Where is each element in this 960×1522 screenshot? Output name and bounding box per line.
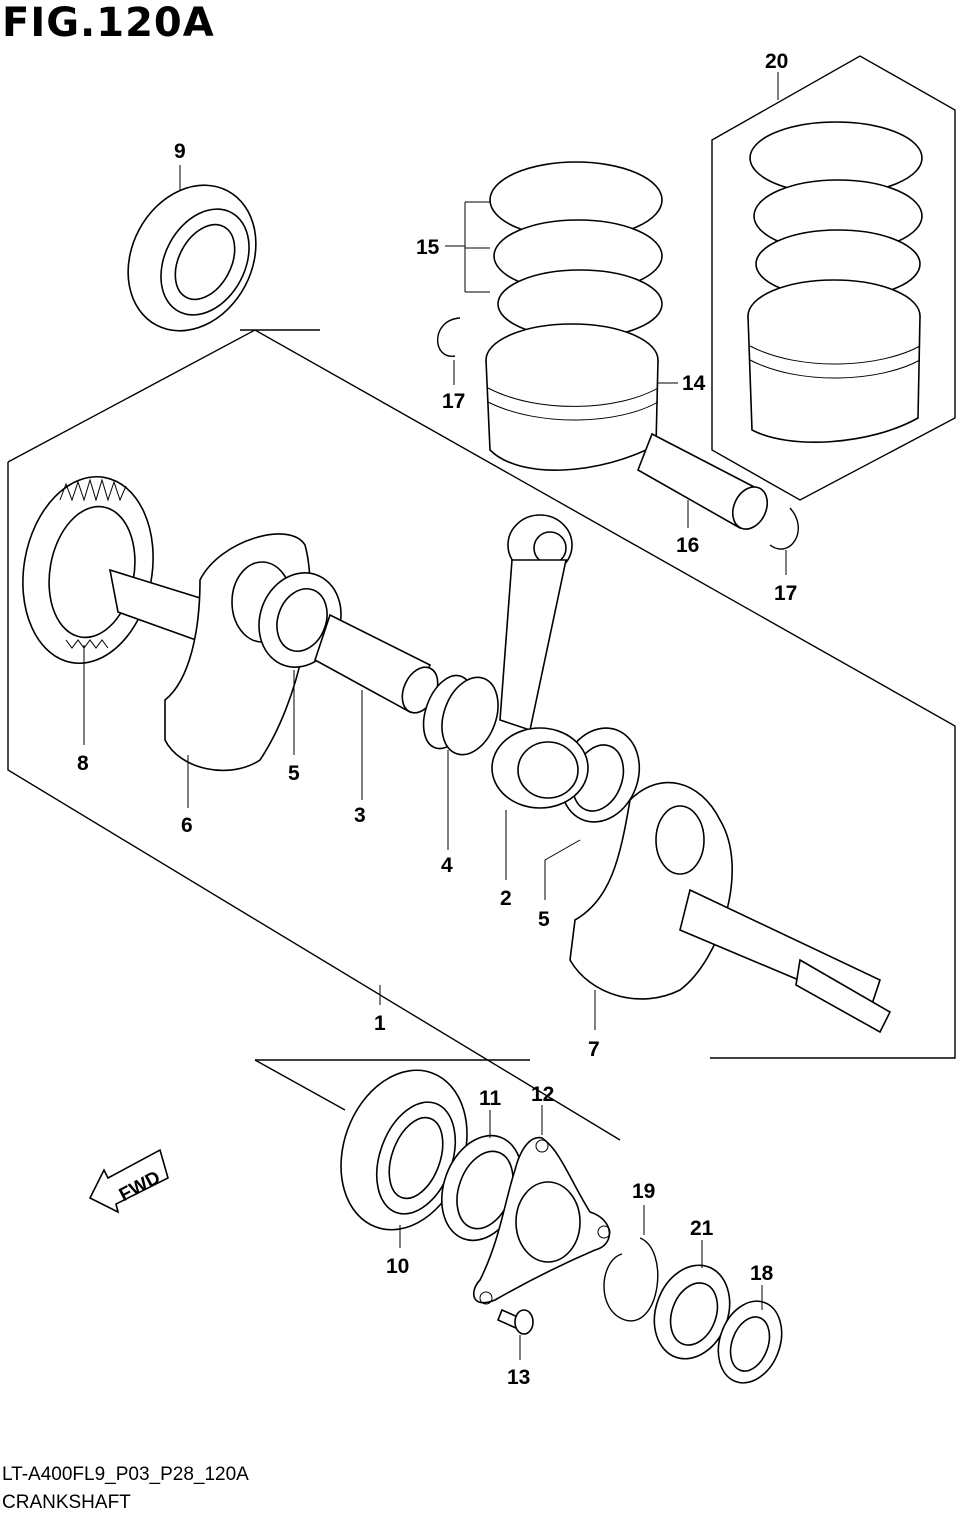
callout-labels: 1 2 3 4 5 5 6 7 8 9 10 11 12 13 14 15 16… xyxy=(77,50,797,1389)
callout-16: 16 xyxy=(676,534,699,557)
piston-part-14 xyxy=(485,323,659,471)
callout-15: 15 xyxy=(416,236,440,259)
bearing-part-10 xyxy=(340,1069,468,1231)
piston-set-part-20 xyxy=(747,121,923,443)
needle-bearing-part-4 xyxy=(422,674,499,756)
circlip-part-17-upper xyxy=(436,317,461,357)
callout-4: 4 xyxy=(441,854,453,877)
oil-seal-part-11 xyxy=(440,1134,524,1242)
callout-17-upper: 17 xyxy=(442,390,465,413)
callout-18: 18 xyxy=(750,1262,774,1285)
figure-name: CRANKSHAFT xyxy=(2,1492,131,1513)
callout-5-right: 5 xyxy=(538,908,550,931)
callout-3: 3 xyxy=(354,804,366,827)
fwd-arrow: FWD xyxy=(88,1148,169,1214)
crank-web-part-7 xyxy=(569,781,892,1034)
screw-part-13 xyxy=(496,1308,534,1335)
oil-seal-part-18 xyxy=(717,1300,783,1384)
callout-14: 14 xyxy=(682,372,706,395)
callout-11: 11 xyxy=(479,1087,502,1110)
callout-9: 9 xyxy=(174,140,186,163)
circlip-part-17-lower xyxy=(769,507,799,550)
callout-2: 2 xyxy=(500,887,512,910)
callout-21: 21 xyxy=(690,1217,714,1240)
gear-part-8 xyxy=(22,475,154,665)
bearing-part-21 xyxy=(653,1264,731,1360)
callout-7: 7 xyxy=(588,1038,600,1061)
exploded-parts-diagram: FWD 1 2 3 4 5 5 6 7 8 9 xyxy=(7,50,956,1389)
piston-rings-part-15 xyxy=(464,161,663,339)
callout-20: 20 xyxy=(765,50,788,73)
main-bearing-part-9 xyxy=(127,184,257,332)
callout-1: 1 xyxy=(374,1012,386,1035)
callout-13: 13 xyxy=(507,1366,530,1389)
callout-8: 8 xyxy=(77,752,89,775)
figure-code: LT-A400FL9_P03_P28_120A xyxy=(2,1464,249,1485)
callout-12: 12 xyxy=(531,1083,554,1106)
callout-6: 6 xyxy=(181,814,193,837)
callout-17-lower: 17 xyxy=(774,582,797,605)
piston-set-frame xyxy=(711,55,956,501)
snap-ring-part-19 xyxy=(603,1237,659,1322)
figure-title: FIG.120A xyxy=(2,0,215,46)
callout-10: 10 xyxy=(386,1255,409,1278)
callout-5-left: 5 xyxy=(288,762,300,785)
retainer-plate-part-12 xyxy=(472,1136,611,1305)
leader-lines xyxy=(83,72,787,1360)
callout-19: 19 xyxy=(632,1180,655,1203)
piston-pin-part-16 xyxy=(637,432,769,530)
crankshaft-assembly-frame xyxy=(7,329,956,1141)
crank-pin-part-3 xyxy=(314,613,439,714)
connecting-rod-part-2 xyxy=(491,514,589,809)
